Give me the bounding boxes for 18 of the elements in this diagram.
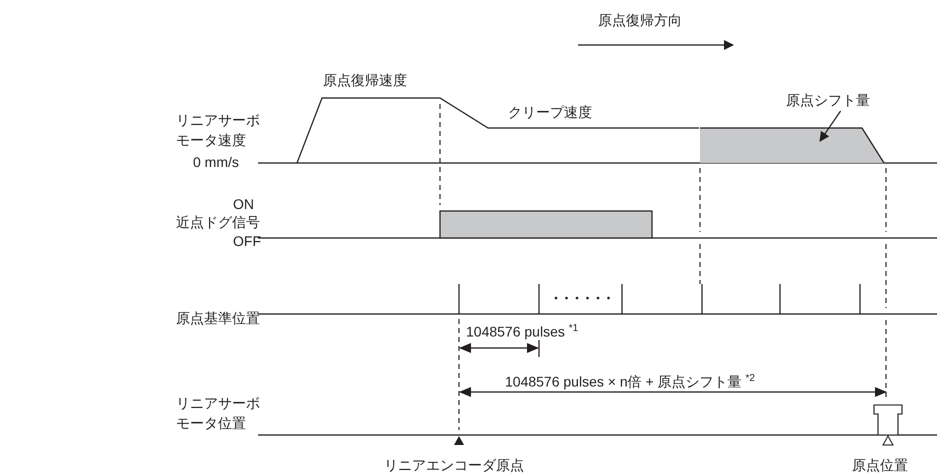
- dimension-label: 1048576 pulses $^{*1}$: [466, 322, 578, 342]
- leader-line: [819, 110, 842, 142]
- direction-label: 原点復帰方向: [598, 11, 682, 30]
- row-label: 近点ドグ信号: [176, 214, 260, 230]
- row-label: リニアサーボモータ位置: [176, 394, 261, 433]
- dimension-label: 1048576 pulses × n倍 + 原点シフト量 $^{*2}$: [505, 372, 755, 392]
- shaded-area: [700, 127, 884, 164]
- state-label: OFF: [233, 233, 261, 249]
- state-label: ON: [233, 196, 254, 212]
- position-label: 原点位置: [852, 456, 908, 475]
- position-label: リニアエンコーダ原点: [384, 456, 524, 475]
- annotation-text: 原点シフト量: [786, 90, 870, 110]
- row-label: 原点基準位置: [176, 309, 260, 328]
- row-label: リニアサーボモータ速度: [176, 111, 261, 150]
- speed-label: 原点復帰速度: [323, 71, 407, 90]
- signal-pulse: [439, 210, 653, 239]
- speed-label: クリープ速度: [508, 103, 592, 122]
- axis-value-label: 0 mm/s: [193, 153, 239, 172]
